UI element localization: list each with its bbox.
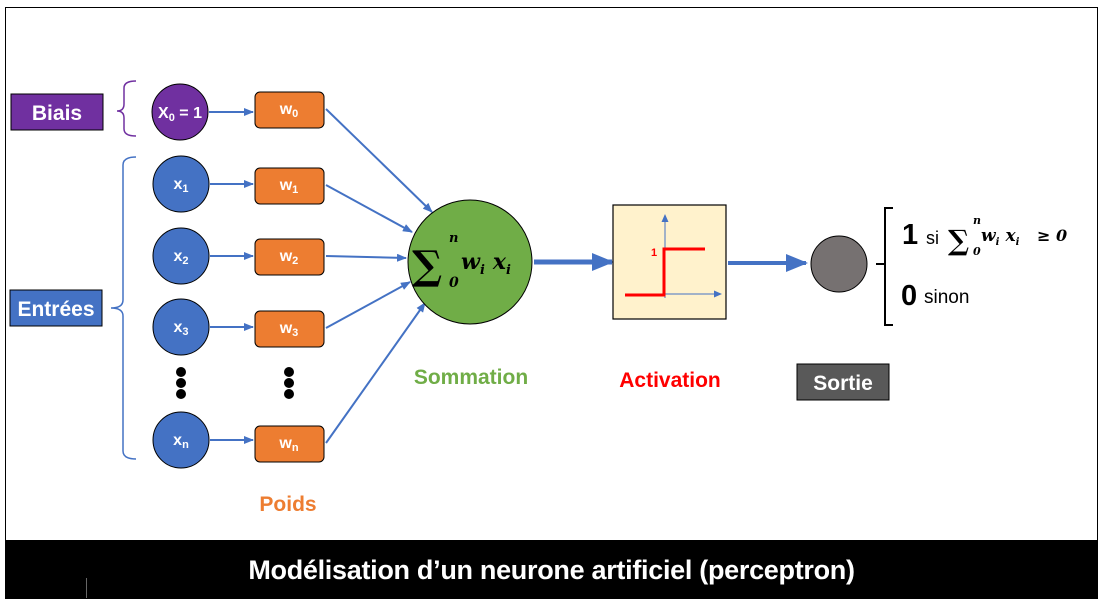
sum-symbol: ∑: [412, 242, 442, 289]
input-node-1: x1: [152, 155, 210, 213]
output-node: [810, 235, 868, 293]
svg-text:0: 0: [901, 280, 917, 312]
output-rule-brace: [876, 207, 893, 326]
activation-label: Activation: [619, 369, 721, 392]
diagram-title-bar: Modélisation d’un neurone artificiel (pe…: [5, 541, 1098, 599]
step-level-label: 1: [651, 247, 657, 259]
summation-label: Sommation: [414, 366, 528, 389]
weight-to-sum-arrow: [325, 184, 413, 233]
svg-text:xn: xn: [173, 432, 189, 451]
footer-divider: [86, 578, 87, 598]
inputs-ellipsis: [176, 367, 186, 399]
inputs-label: Entrées: [9, 289, 103, 327]
output-label: Sortie: [796, 363, 890, 401]
svg-text:1: 1: [902, 219, 918, 251]
svg-text:n: n: [449, 231, 458, 246]
input-node-3: x3: [152, 298, 210, 356]
step-function-curve: [625, 247, 705, 297]
output-rule-case0: 0 sinon: [901, 280, 969, 312]
weight-to-sum-arrow: [325, 108, 433, 213]
svg-text:w0: w0: [279, 101, 299, 120]
svg-text:x2: x2: [173, 248, 188, 267]
svg-text:sinon: sinon: [924, 287, 969, 308]
weight-to-sum-arrow: [325, 253, 407, 262]
diagram-title: Modélisation d’un neurone artificiel (pe…: [248, 554, 855, 585]
weight-node-2: w2: [254, 238, 325, 276]
svg-text:w3: w3: [279, 320, 299, 339]
bias-label-text: Biais: [32, 102, 82, 125]
svg-text:w1: w1: [279, 177, 299, 196]
svg-text:n: n: [973, 214, 981, 227]
svg-text:X0 = 1: X0 = 1: [158, 105, 202, 124]
inputs-brace: [110, 156, 137, 460]
weight-node-1: w1: [254, 167, 325, 205]
weight-node-0: w0: [254, 91, 325, 129]
weight-to-sum-arrow: [325, 281, 411, 329]
weight-to-sum-arrow: [325, 302, 426, 444]
weights-label: Poids: [259, 493, 316, 516]
svg-text:∑: ∑: [948, 224, 969, 257]
weight-node-n: wn: [254, 425, 325, 463]
inputs-label-text: Entrées: [17, 298, 94, 321]
bias-brace: [116, 80, 137, 137]
bias-node: X0 = 1: [151, 83, 209, 141]
svg-text:wn: wn: [278, 435, 298, 454]
svg-text:x3: x3: [173, 319, 188, 338]
svg-text:Sortie: Sortie: [813, 372, 873, 395]
svg-text:0: 0: [973, 245, 981, 258]
weight-node-3: w3: [254, 310, 325, 348]
svg-text:0: 0: [449, 275, 459, 291]
svg-text:≥ 0: ≥ 0: [1037, 226, 1067, 245]
svg-text:w2: w2: [279, 248, 299, 267]
bias-label: Biais: [10, 93, 104, 131]
svg-text:si: si: [926, 228, 939, 248]
activation-box: 1: [612, 204, 727, 320]
input-node-2: x2: [152, 227, 210, 285]
svg-text:x1: x1: [173, 176, 188, 195]
weights-ellipsis: [284, 367, 294, 399]
input-node-n: xn: [152, 411, 210, 469]
